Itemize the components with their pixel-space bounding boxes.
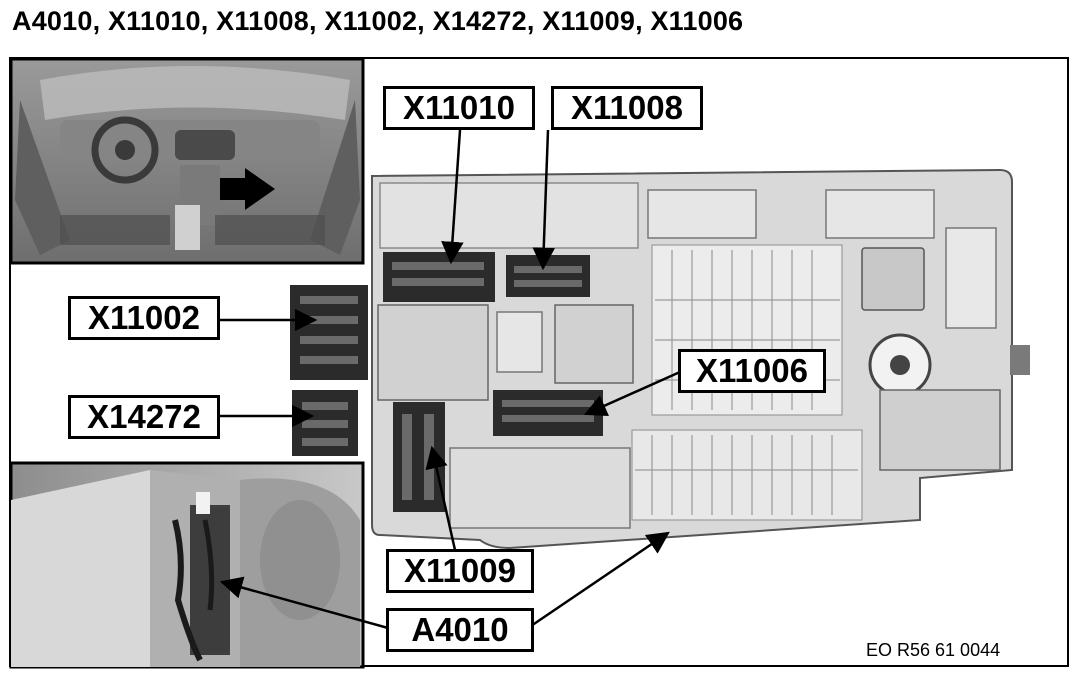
figure-reference: EO R56 61 0044 <box>866 640 1001 660</box>
mounting-location-photo <box>9 461 365 669</box>
callout-x11006: X11006 <box>678 349 826 393</box>
connector-x11008-block <box>506 255 590 297</box>
callout-x14272: X14272 <box>68 395 220 439</box>
location-arrow-icon <box>220 168 275 210</box>
callout-x11002: X11002 <box>68 296 220 340</box>
connector-x11009-block <box>393 402 445 512</box>
connector-x11002-block <box>290 285 368 380</box>
interior-overview-photo <box>9 57 365 265</box>
diagram-title: A4010, X11010, X11008, X11002, X14272, X… <box>12 6 744 36</box>
callout-a4010: A4010 <box>386 608 534 652</box>
connector-x14272-block <box>292 390 358 456</box>
callout-x11008: X11008 <box>551 86 703 130</box>
callout-x11009: X11009 <box>386 549 534 593</box>
callout-x11010: X11010 <box>383 86 535 130</box>
leader-lines <box>215 129 681 630</box>
connector-x11010-block <box>383 252 495 302</box>
